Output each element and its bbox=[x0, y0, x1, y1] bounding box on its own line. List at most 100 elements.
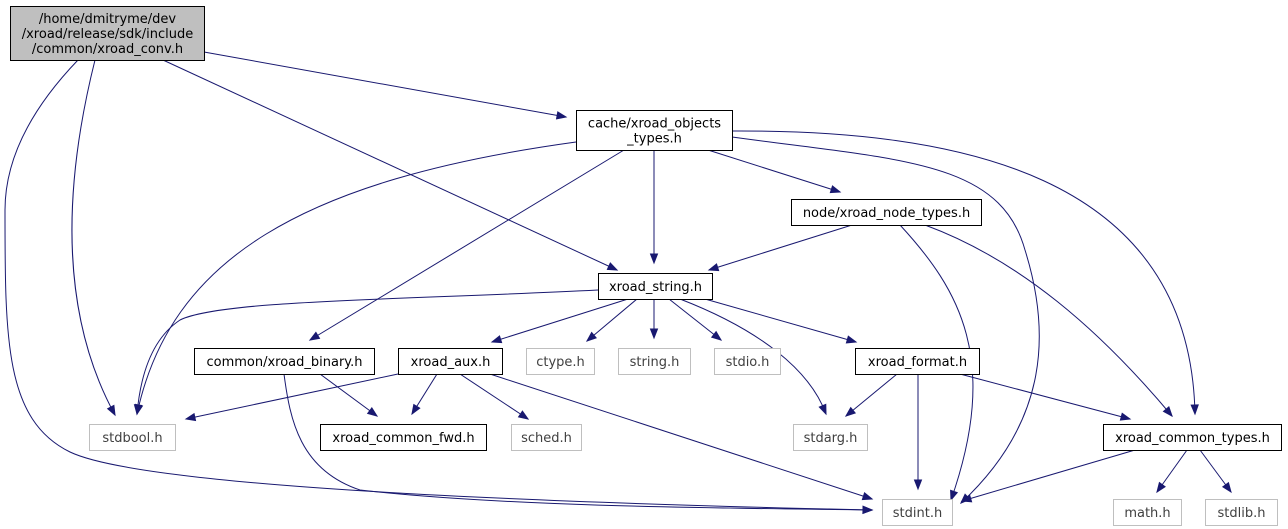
node-label: xroad_common_fwd.h bbox=[332, 431, 474, 446]
node-box bbox=[598, 273, 713, 300]
node-box bbox=[618, 348, 691, 375]
edge-aux-to-fwd bbox=[411, 373, 438, 416]
node-box bbox=[526, 348, 595, 375]
node-label: stdarg.h bbox=[804, 431, 858, 446]
edge-line bbox=[283, 373, 873, 511]
node-string[interactable]: xroad_string.h bbox=[598, 273, 713, 300]
edge-line bbox=[489, 373, 873, 500]
node-label: node/xroad_node_types.h bbox=[803, 206, 970, 221]
node-label: ctype.h bbox=[536, 355, 585, 370]
node-box bbox=[89, 424, 176, 451]
edge-arrowhead bbox=[649, 253, 659, 265]
edge-line bbox=[4, 59, 873, 511]
edge-arrowhead bbox=[106, 404, 116, 417]
edge-common-to-math bbox=[1156, 449, 1188, 494]
node-label: stdlib.h bbox=[1218, 506, 1266, 521]
node-box bbox=[1113, 499, 1182, 526]
edge-line bbox=[845, 373, 898, 417]
edge-arrowhead bbox=[184, 412, 197, 422]
edges-layer bbox=[4, 51, 1232, 515]
edge-string-to-stdbool bbox=[133, 289, 599, 416]
edge-aux-to-stdint bbox=[489, 373, 874, 501]
node-label: xroad_string.h bbox=[609, 280, 702, 295]
node-binary[interactable]: common/xroad_binary.h bbox=[194, 348, 375, 375]
edge-line bbox=[708, 224, 853, 271]
edge-arrowhead bbox=[707, 263, 720, 272]
edge-line bbox=[924, 224, 1173, 417]
node-label: /xroad/release/sdk/include bbox=[22, 27, 194, 42]
node-stdio: stdio.h bbox=[714, 348, 781, 375]
node-box bbox=[714, 348, 781, 375]
node-box bbox=[576, 110, 733, 151]
edge-arrowhead bbox=[490, 335, 503, 344]
node-root: /home/dmitryme/dev/xroad/release/sdk/inc… bbox=[10, 6, 205, 61]
edge-arrowhead bbox=[710, 330, 723, 341]
edge-line bbox=[707, 149, 841, 193]
node-format[interactable]: xroad_format.h bbox=[855, 348, 980, 375]
node-label: cache/xroad_objects bbox=[588, 117, 721, 132]
node-box bbox=[511, 424, 582, 451]
node-nodetypes[interactable]: node/xroad_node_types.h bbox=[791, 199, 982, 226]
edge-line bbox=[319, 373, 378, 417]
node-label: _types.h bbox=[626, 132, 682, 147]
edge-common-to-stdlib bbox=[1199, 449, 1232, 494]
edge-line bbox=[71, 59, 116, 416]
edge-format-to-common bbox=[959, 373, 1132, 421]
edge-arrowhead bbox=[1156, 481, 1166, 494]
edge-line bbox=[586, 298, 638, 342]
node-label: xroad_common_types.h bbox=[1115, 431, 1270, 446]
edge-arrowhead bbox=[1221, 481, 1232, 494]
edge-string-to-aux bbox=[490, 298, 629, 344]
edge-line bbox=[136, 141, 577, 415]
nodes-layer: /home/dmitryme/dev/xroad/release/sdk/inc… bbox=[10, 6, 1282, 526]
edge-line bbox=[491, 298, 629, 343]
edge-arrowhead bbox=[1162, 406, 1173, 418]
node-math: math.h bbox=[1113, 499, 1182, 526]
node-label: sched.h bbox=[521, 431, 572, 446]
edge-format-to-stdint bbox=[913, 374, 923, 491]
node-label: common/xroad_binary.h bbox=[206, 355, 362, 370]
edge-line bbox=[731, 130, 1196, 415]
node-stringh: string.h bbox=[618, 348, 691, 375]
edge-line bbox=[136, 289, 599, 415]
node-label: math.h bbox=[1124, 506, 1170, 521]
edge-binary-to-fwd bbox=[319, 373, 379, 417]
edge-line bbox=[704, 298, 857, 343]
edge-string-to-stdio bbox=[668, 298, 723, 341]
edge-line bbox=[185, 373, 399, 420]
edge-line bbox=[668, 298, 722, 341]
edge-line bbox=[309, 149, 625, 341]
edge-arrowhead bbox=[308, 331, 321, 341]
node-label: xroad_aux.h bbox=[411, 355, 491, 370]
node-label: stdint.h bbox=[893, 506, 942, 521]
edge-string-to-format bbox=[704, 298, 858, 344]
edge-aux-to-stdbool bbox=[184, 373, 399, 422]
edge-arrowhead bbox=[366, 406, 379, 417]
node-stdbool: stdbool.h bbox=[89, 424, 176, 451]
node-aux[interactable]: xroad_aux.h bbox=[398, 348, 503, 375]
edge-line bbox=[162, 59, 618, 271]
edge-arrowhead bbox=[555, 111, 568, 120]
edge-arrowhead bbox=[829, 185, 842, 194]
edge-nodetypes-to-common bbox=[924, 224, 1173, 418]
node-label: xroad_format.h bbox=[868, 355, 967, 370]
node-common[interactable]: xroad_common_types.h bbox=[1103, 424, 1282, 451]
edge-line bbox=[459, 373, 529, 420]
node-stdint: stdint.h bbox=[882, 499, 953, 526]
node-label: stdbool.h bbox=[102, 431, 162, 446]
node-box bbox=[194, 348, 375, 375]
node-box bbox=[855, 348, 980, 375]
edge-arrowhead bbox=[1190, 404, 1199, 416]
node-fwd[interactable]: xroad_common_fwd.h bbox=[320, 424, 487, 451]
node-ctype: ctype.h bbox=[526, 348, 595, 375]
edge-objtypes-to-binary bbox=[308, 149, 625, 341]
edge-line bbox=[203, 51, 567, 118]
node-objtypes[interactable]: cache/xroad_objects_types.h bbox=[576, 110, 733, 151]
node-stdarg: stdarg.h bbox=[793, 424, 868, 451]
node-label: stdio.h bbox=[726, 355, 770, 370]
node-box bbox=[10, 6, 205, 61]
edge-aux-to-sched bbox=[459, 373, 530, 420]
edge-line bbox=[899, 224, 974, 501]
edge-arrowhead bbox=[517, 410, 530, 420]
edge-line bbox=[959, 373, 1131, 420]
